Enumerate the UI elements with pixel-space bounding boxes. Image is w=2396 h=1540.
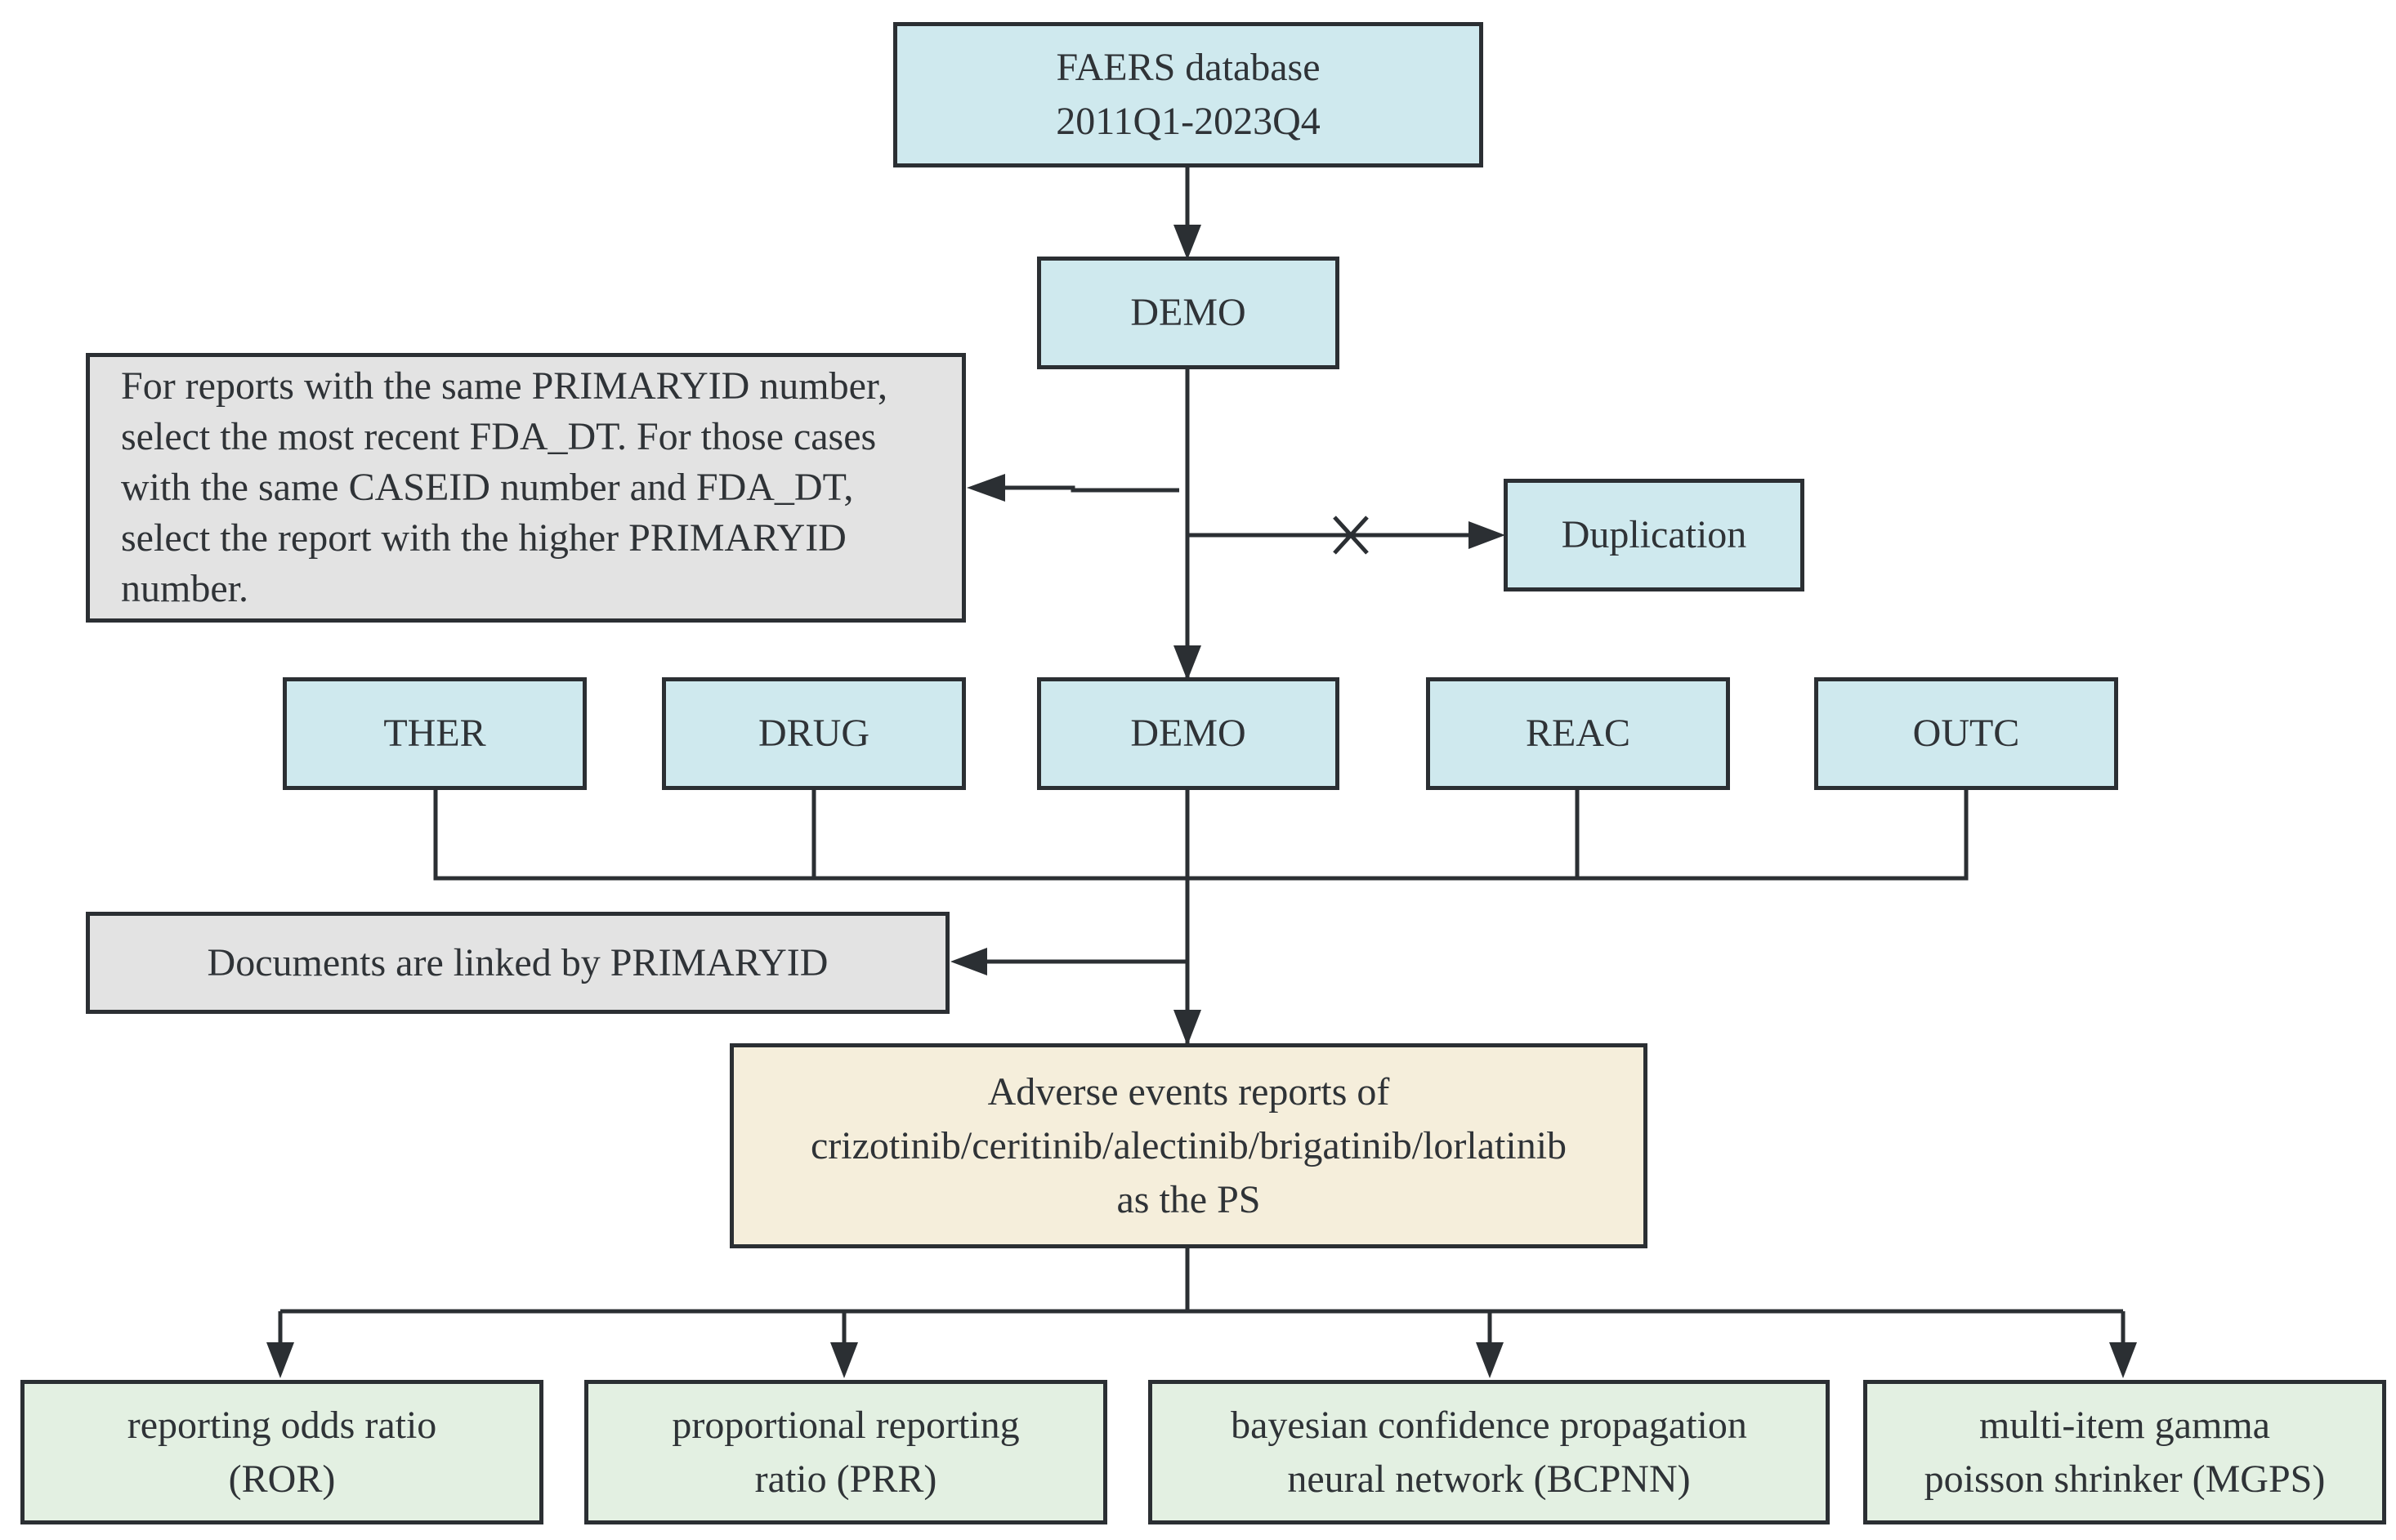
- arrowhead-ror: [266, 1342, 294, 1378]
- dedup-line-3: with the same CASEID number and FDA_DT,: [121, 466, 854, 509]
- connector-ther: [433, 788, 1187, 881]
- faers-line-1: FAERS database: [1056, 46, 1321, 89]
- table-box-outc: OUTC: [1814, 677, 2118, 790]
- table-label-demo: DEMO: [1130, 712, 1246, 755]
- table-label-reac: REAC: [1525, 712, 1630, 755]
- table-box-ther: THER: [283, 677, 587, 790]
- arrow-to-dedup-rule: [972, 485, 1179, 493]
- arrowhead-duplication: [1468, 521, 1505, 549]
- faers-line-2: 2011Q1-2023Q4: [1056, 100, 1321, 143]
- arrowhead-bcpnn: [1476, 1342, 1504, 1378]
- arrowhead-demo-top: [1173, 225, 1201, 260]
- dedup-rule-box: For reports with the same PRIMARYID numb…: [86, 353, 966, 623]
- arrowhead-prr: [830, 1342, 858, 1378]
- demo-top-label: DEMO: [1130, 291, 1246, 334]
- method-box-bcpnn: bayesian confidence propagation neural n…: [1148, 1380, 1830, 1524]
- adverse-line-2: crizotinib/ceritinib/alectinib/brigatini…: [810, 1123, 1567, 1167]
- arrowhead-demo-middle: [1173, 645, 1201, 681]
- exclude-mark: [1333, 516, 1369, 555]
- method-bcpnn-line-2: neural network (BCPNN): [1287, 1457, 1691, 1501]
- table-box-reac: REAC: [1426, 677, 1730, 790]
- method-box-prr: proportional reporting ratio (PRR): [584, 1380, 1107, 1524]
- arrowhead-adverse: [1173, 1010, 1201, 1046]
- dedup-line-1: For reports with the same PRIMARYID numb…: [121, 364, 887, 408]
- method-bcpnn-line-1: bayesian confidence propagation: [1231, 1403, 1747, 1447]
- table-label-drug: DRUG: [758, 712, 869, 755]
- connector-outc: [1187, 788, 1969, 881]
- method-ror-line-2: (ROR): [228, 1457, 336, 1501]
- table-label-ther: THER: [383, 712, 486, 755]
- demo-box-top: DEMO: [1037, 257, 1339, 369]
- linked-note-label: Documents are linked by PRIMARYID: [207, 940, 829, 984]
- adverse-line-3: as the PS: [1116, 1177, 1261, 1221]
- table-label-outc: OUTC: [1912, 712, 2020, 755]
- method-box-ror: reporting odds ratio (ROR): [20, 1380, 543, 1524]
- duplication-label: Duplication: [1561, 513, 1747, 556]
- method-prr-line-1: proportional reporting: [672, 1403, 1020, 1447]
- table-box-drug: DRUG: [662, 677, 966, 790]
- linked-note-box: Documents are linked by PRIMARYID: [86, 912, 950, 1014]
- dedup-line-5: number.: [121, 567, 248, 610]
- faers-database-box: FAERS database 2011Q1-2023Q4: [893, 22, 1483, 167]
- adverse-line-1: Adverse events reports of: [987, 1069, 1390, 1114]
- method-mgps-line-1: multi-item gamma: [1979, 1403, 2270, 1447]
- table-box-demo: DEMO: [1037, 677, 1339, 790]
- adverse-events-box: Adverse events reports of crizotinib/cer…: [730, 1043, 1647, 1248]
- method-ror-line-1: reporting odds ratio: [127, 1403, 437, 1447]
- dedup-line-4: select the report with the higher PRIMAR…: [121, 516, 847, 560]
- method-box-mgps: multi-item gamma poisson shrinker (MGPS): [1863, 1380, 2386, 1524]
- arrowhead-mgps: [2109, 1342, 2137, 1378]
- arrowhead-dedup-rule: [967, 474, 1005, 502]
- arrowhead-linked-note: [950, 948, 987, 975]
- method-prr-line-2: ratio (PRR): [754, 1457, 937, 1501]
- dedup-line-2: select the most recent FDA_DT. For those…: [121, 415, 877, 458]
- duplication-box: Duplication: [1504, 479, 1804, 591]
- method-mgps-line-2: poisson shrinker (MGPS): [1924, 1457, 2326, 1501]
